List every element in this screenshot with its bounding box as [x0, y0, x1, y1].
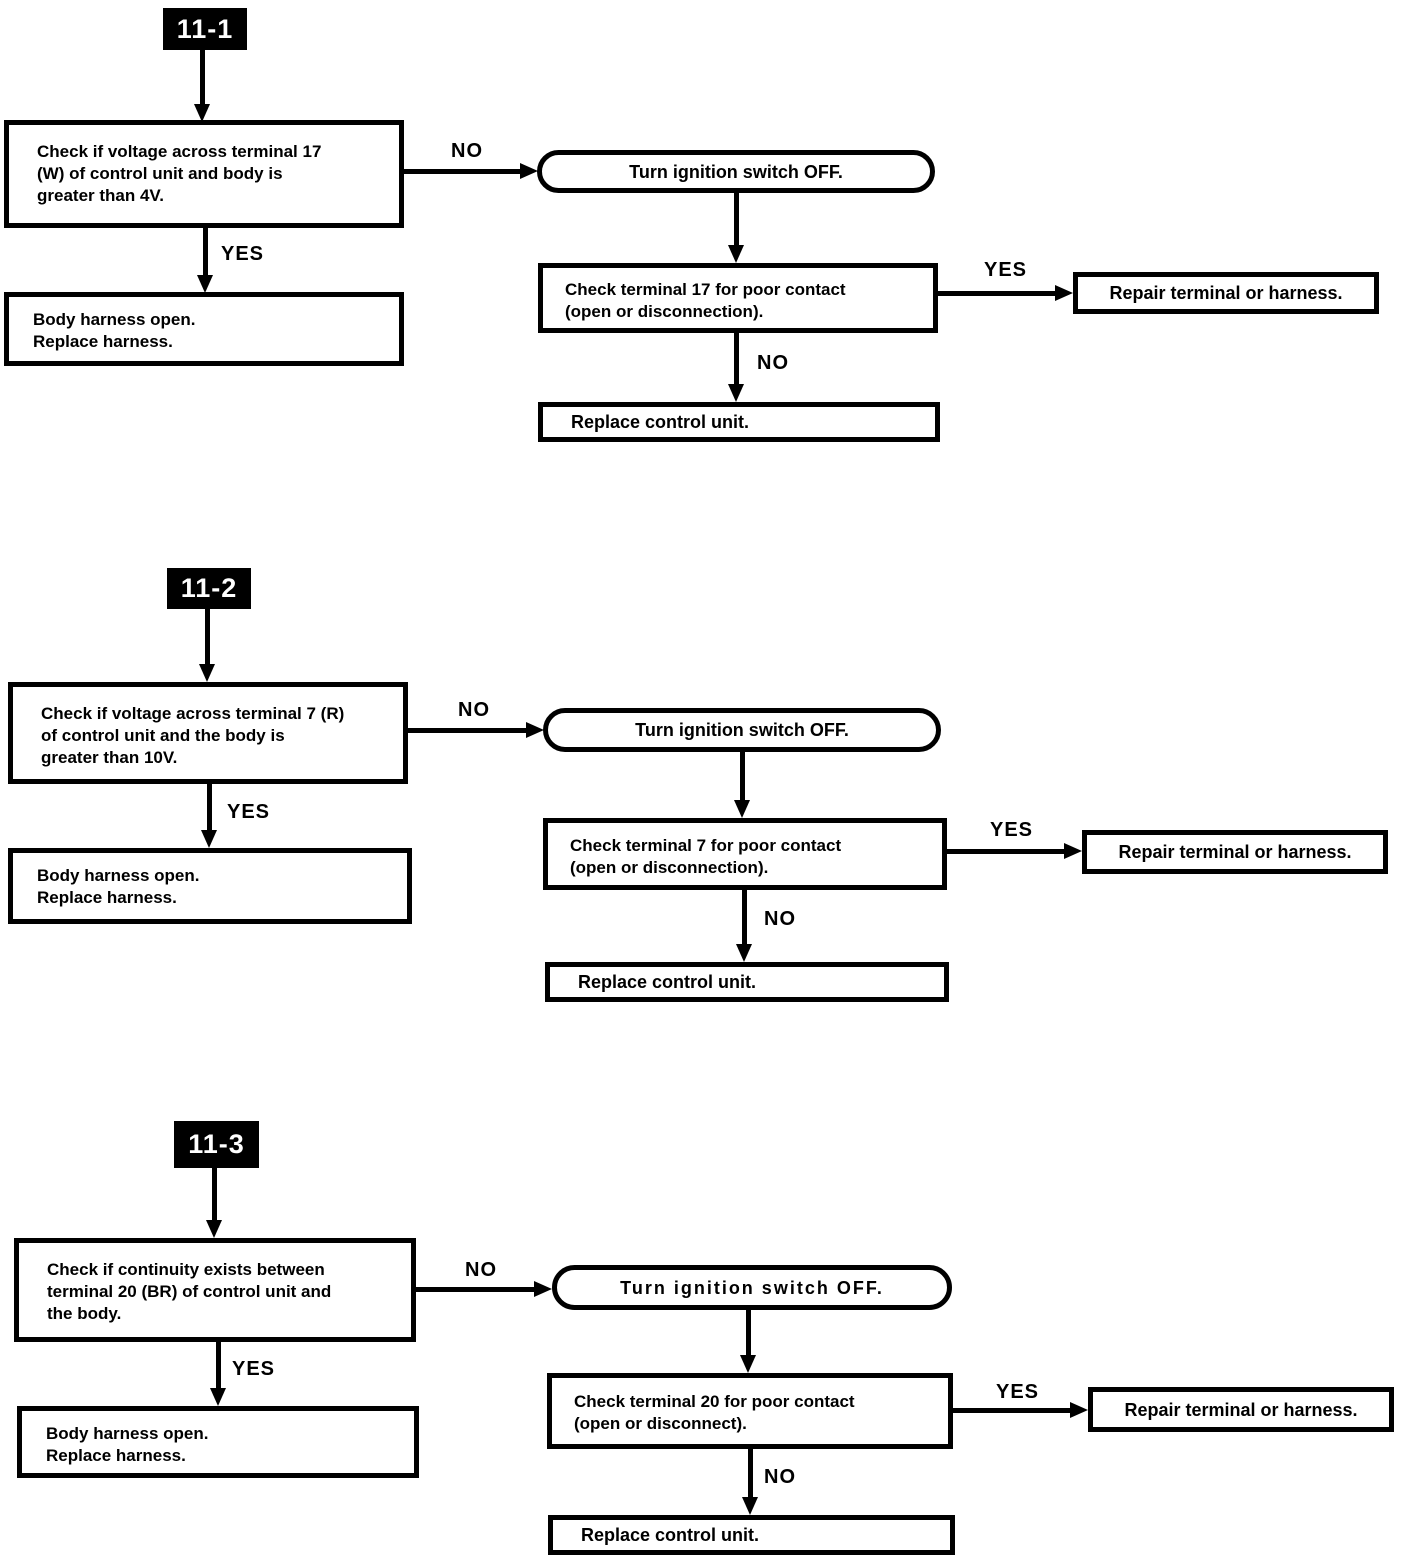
arrow-down-icon — [728, 384, 744, 402]
arrow-right-icon — [534, 1281, 552, 1297]
action-pill-ignition-off: Turn ignition switch OFF. — [537, 150, 935, 193]
no-label: NO — [757, 352, 789, 374]
no-label: NO — [764, 908, 796, 930]
connector-line — [216, 1342, 221, 1388]
connector-line — [746, 1310, 751, 1355]
action-box-repair: Repair terminal or harness. — [1082, 830, 1388, 874]
yes-label: YES — [990, 819, 1034, 841]
action-box-replace: Replace control unit. — [545, 962, 949, 1002]
arrow-down-icon — [728, 245, 744, 263]
no-label: NO — [451, 140, 483, 162]
check-condition-box: Check if continuity exists between termi… — [14, 1238, 416, 1342]
arrow-down-icon — [736, 944, 752, 962]
connector-line — [947, 849, 1065, 854]
action-pill-ignition-off: Turn ignition switch OFF. — [552, 1265, 952, 1310]
action-box-replace: Replace control unit. — [548, 1515, 955, 1555]
connector-line — [748, 1449, 753, 1499]
yes-label: YES — [984, 259, 1028, 281]
no-label: NO — [465, 1259, 497, 1281]
no-label: NO — [458, 699, 490, 721]
arrow-right-icon — [1055, 285, 1073, 301]
arrow-down-icon — [199, 664, 215, 682]
action-box-repair: Repair terminal or harness. — [1073, 272, 1379, 314]
connector-line — [408, 728, 528, 733]
connector-line — [205, 609, 210, 666]
no-label: NO — [764, 1466, 796, 1488]
arrow-down-icon — [201, 830, 217, 848]
check-terminal-box: Check terminal 7 for poor contact (open … — [543, 818, 947, 890]
arrow-down-icon — [197, 275, 213, 293]
check-terminal-box: Check terminal 20 for poor contact (open… — [547, 1373, 953, 1449]
result-box-harness: Body harness open. Replace harness. — [17, 1406, 419, 1478]
yes-label: YES — [232, 1358, 276, 1380]
result-box-harness: Body harness open. Replace harness. — [4, 292, 404, 366]
arrow-down-icon — [210, 1388, 226, 1406]
arrow-down-icon — [194, 104, 210, 122]
yes-label: YES — [996, 1381, 1040, 1403]
arrow-right-icon — [526, 722, 544, 738]
action-pill-ignition-off: Turn ignition switch OFF. — [543, 708, 941, 752]
yes-label: YES — [221, 243, 265, 265]
check-condition-box: Check if voltage across terminal 17 (W) … — [4, 120, 404, 228]
action-box-repair: Repair terminal or harness. — [1088, 1387, 1394, 1432]
arrow-right-icon — [1064, 843, 1082, 859]
connector-line — [734, 333, 739, 386]
connector-line — [212, 1168, 217, 1222]
yes-label: YES — [227, 801, 271, 823]
connector-line — [203, 228, 208, 277]
connector-line — [953, 1408, 1071, 1413]
arrow-down-icon — [734, 800, 750, 818]
step-tag-11-2: 11-2 — [167, 568, 251, 609]
connector-line — [734, 193, 739, 247]
arrow-right-icon — [520, 163, 538, 179]
connector-line — [200, 50, 205, 107]
arrow-down-icon — [740, 1355, 756, 1373]
check-terminal-box: Check terminal 17 for poor contact (open… — [538, 263, 938, 333]
connector-line — [207, 784, 212, 830]
check-condition-box: Check if voltage across terminal 7 (R) o… — [8, 682, 408, 784]
arrow-right-icon — [1070, 1402, 1088, 1418]
arrow-down-icon — [742, 1497, 758, 1515]
connector-line — [742, 890, 747, 944]
connector-line — [740, 752, 745, 800]
step-tag-11-1: 11-1 — [163, 8, 247, 50]
arrow-down-icon — [206, 1220, 222, 1238]
action-box-replace: Replace control unit. — [538, 402, 940, 442]
connector-line — [404, 169, 523, 174]
result-box-harness: Body harness open. Replace harness. — [8, 848, 412, 924]
connector-line — [416, 1287, 535, 1292]
step-tag-11-3: 11-3 — [174, 1121, 259, 1168]
connector-line — [938, 291, 1057, 296]
